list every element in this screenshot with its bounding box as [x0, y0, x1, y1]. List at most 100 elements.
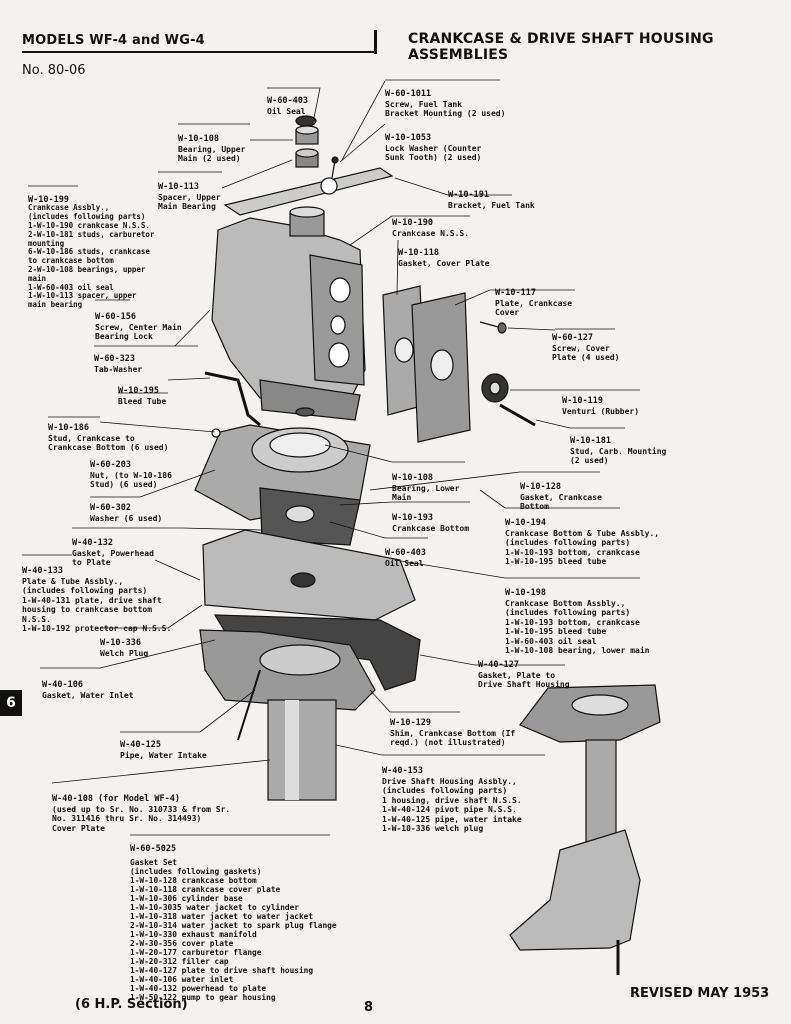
part-desc: 1-W-40-127 plate to drive shaft housing: [130, 966, 314, 975]
part-desc: 1-W-60-403 oil seal: [28, 282, 114, 292]
part-desc: 1-W-40-124 pivot pipe N.S.S.: [382, 805, 517, 814]
part-number: W-60-403: [267, 96, 308, 106]
part-desc: 1-W-50-122 pump to gear housing: [130, 993, 276, 1002]
part-desc: Gasket, Powerhead: [72, 548, 154, 558]
part-number: W-10-191: [448, 190, 489, 200]
part-desc: Crankcase Bottom: [392, 523, 470, 533]
part-desc: 1-W-40-131 plate, drive shaft: [22, 595, 162, 605]
part-desc: Plate (4 used): [552, 353, 620, 362]
part-desc: Spacer, Upper: [158, 192, 221, 202]
part-desc: 1-W-40-125 pipe, water intake: [382, 814, 522, 824]
part-number: W-10-118: [398, 248, 439, 258]
part-number: W-10-119: [562, 396, 603, 406]
part-desc: to Plate: [72, 558, 111, 567]
part-desc: Welch Plug: [100, 648, 149, 658]
part-number: W-10-108: [178, 134, 219, 144]
part-desc: Stud, Carb. Mounting: [570, 446, 667, 456]
part-desc: Screw, Fuel Tank: [385, 99, 463, 109]
part-number: W-40-127: [478, 660, 519, 670]
catalog-number: No. 80-06: [22, 63, 86, 78]
part-desc: Washer (6 used): [90, 513, 163, 523]
part-desc: Stud, Crankcase to: [48, 433, 135, 443]
part-desc: housing to crankcase bottom: [22, 605, 153, 614]
part-desc: Bracket Mounting (2 used): [385, 109, 506, 118]
part-desc: Tab-Washer: [94, 364, 143, 374]
part-number: W-60-156: [95, 312, 136, 322]
part-desc: Main Bearing: [158, 202, 216, 211]
part-desc: Crankcase N.S.S.: [392, 228, 470, 238]
part-desc: Plate & Tube Assbly.,: [22, 576, 124, 586]
part-number: W-10-195: [118, 386, 159, 396]
part-number: W-10-199: [28, 194, 69, 205]
part-desc: 2-W-10-181 studs, carburetor: [28, 229, 155, 239]
part-number: W-60-1011: [385, 89, 432, 99]
part-desc: Gasket, Plate to: [478, 670, 556, 680]
part-desc: Bearing, Upper: [178, 144, 246, 154]
section-tab: 6: [0, 690, 22, 716]
part-desc: Gasket Set: [130, 858, 177, 867]
part-number: W-40-133: [22, 566, 63, 576]
part-desc: 1-W-10-128 crankcase bottom: [130, 876, 257, 885]
part-desc: Oil Seal: [267, 106, 306, 116]
part-desc: main: [28, 273, 47, 283]
part-caption: W-40-108 (for Model WF-4)(used up to Sr.…: [52, 776, 230, 843]
part-number: W-10-181: [570, 436, 611, 446]
part-desc: Main: [392, 493, 412, 502]
part-desc: (includes following parts): [28, 212, 146, 222]
part-number: W-10-108: [392, 473, 433, 483]
part-number: W-60-323: [94, 354, 135, 364]
part-number: W-10-186: [48, 423, 89, 433]
part-desc: Oil Seal: [385, 558, 424, 568]
part-desc: Main (2 used): [178, 154, 241, 163]
part-desc: to crankcase bottom: [28, 256, 114, 266]
part-number: W-10-198: [505, 588, 546, 598]
part-number: W-10-128: [520, 482, 561, 492]
part-desc: Screw, Cover: [552, 343, 610, 353]
part-desc: 1-W-10-330 exhaust manifold: [130, 930, 257, 939]
part-desc: 1-W-10-336 welch plug: [382, 824, 484, 833]
part-number: W-40-108 (for Model WF-4): [52, 794, 180, 804]
part-number: W-10-117: [495, 288, 536, 298]
part-desc: 1-W-10-113 spacer, upper: [28, 291, 137, 301]
header-divider: [374, 30, 377, 54]
part-desc: Pipe, Water Intake: [120, 750, 207, 760]
part-desc: 1-W-40-132 powerhead to plate: [130, 984, 267, 993]
part-desc: Bottom: [520, 502, 549, 511]
part-desc: 1-W-10-193 bottom, crankcase: [505, 547, 640, 557]
part-desc: Plate, Crankcase: [495, 298, 573, 308]
part-desc: 6-W-10-186 studs, crankcase: [28, 247, 150, 257]
part-desc: Cover Plate: [52, 823, 105, 833]
part-desc: 1-W-20-177 carburetor flange: [130, 948, 262, 957]
part-desc: 1-W-10-195 bleed tube: [505, 627, 607, 636]
part-number: W-40-106: [42, 680, 83, 690]
part-desc: Crankcase Assbly.,: [28, 203, 110, 213]
part-desc: Shim, Crankcase Bottom (If: [390, 728, 516, 738]
part-desc: (includes following parts): [382, 786, 508, 795]
part-number: W-10-194: [505, 518, 546, 528]
part-number: W-60-403: [385, 548, 426, 558]
part-number: W-10-113: [158, 182, 199, 192]
part-number: W-40-125: [120, 740, 161, 750]
part-number: W-60-127: [552, 333, 593, 343]
part-number: W-60-5025: [130, 844, 177, 854]
part-number: W-40-132: [72, 538, 113, 548]
part-desc: 1-W-40-106 water inlet: [130, 975, 234, 984]
part-desc: 1-W-10-195 bleed tube: [505, 557, 607, 566]
